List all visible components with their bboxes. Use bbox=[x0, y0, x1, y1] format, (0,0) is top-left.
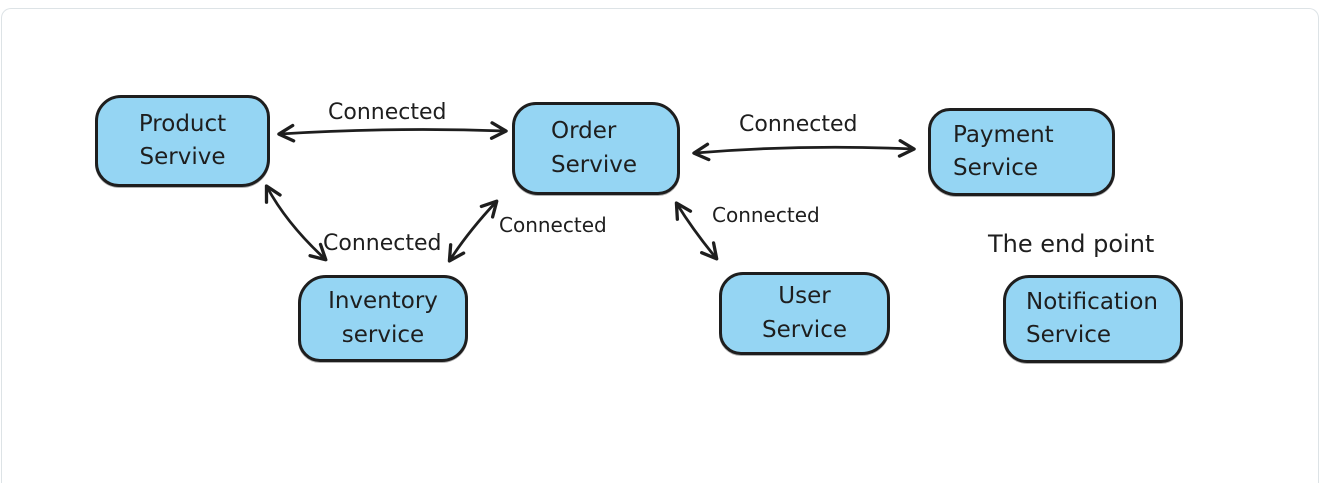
node-order-service-label: Order Servive bbox=[551, 118, 637, 178]
edge-label-order-payment[interactable]: Connected bbox=[739, 112, 858, 137]
node-user-service[interactable]: User Service bbox=[719, 272, 890, 355]
arrow-inventory-order[interactable] bbox=[447, 199, 499, 263]
node-payment-service-label: Payment Service bbox=[953, 121, 1054, 181]
node-product-service[interactable]: Product Servive bbox=[95, 95, 270, 187]
node-notification-service-label: Notification Service bbox=[1026, 288, 1158, 348]
arrow-order-user[interactable] bbox=[674, 201, 719, 261]
edge-label-inventory-order[interactable]: Connected bbox=[499, 213, 607, 237]
arrow-product-order[interactable] bbox=[277, 121, 508, 143]
arrow-product-inventory[interactable] bbox=[264, 184, 328, 262]
node-inventory-service-label: Inventory service bbox=[328, 288, 438, 348]
edge-label-product-inventory[interactable]: Connected bbox=[323, 231, 442, 256]
end-point-note[interactable]: The end point bbox=[988, 230, 1155, 258]
edge-label-product-order[interactable]: Connected bbox=[328, 100, 447, 125]
node-order-service[interactable]: Order Servive bbox=[512, 102, 680, 195]
edge-label-order-user[interactable]: Connected bbox=[712, 203, 820, 227]
arrow-order-payment[interactable] bbox=[692, 139, 916, 162]
node-inventory-service[interactable]: Inventory service bbox=[298, 275, 468, 362]
node-notification-service[interactable]: Notification Service bbox=[1003, 275, 1183, 363]
node-product-service-label: Product Servive bbox=[138, 110, 227, 170]
node-payment-service[interactable]: Payment Service bbox=[928, 108, 1115, 196]
node-user-service-label: User Service bbox=[761, 283, 847, 343]
